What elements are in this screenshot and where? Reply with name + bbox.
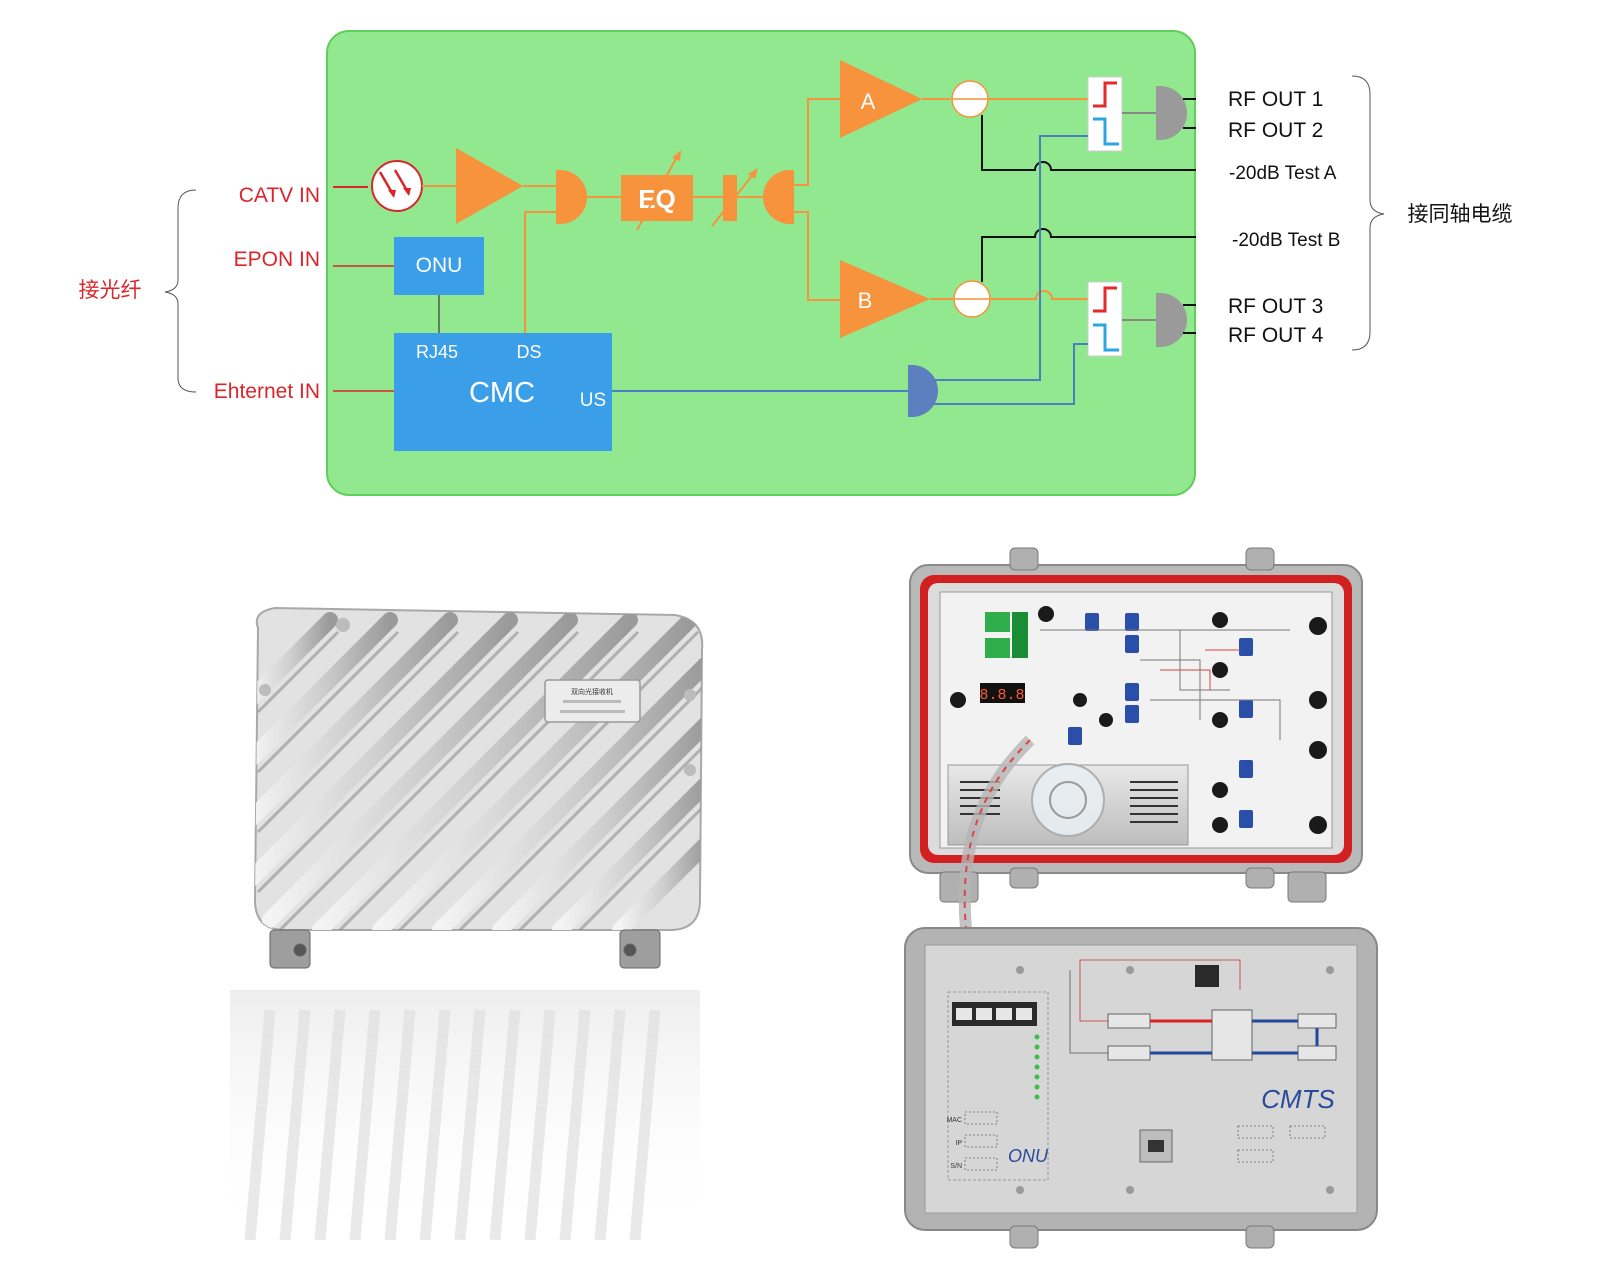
fiber-connector-icon xyxy=(985,612,1028,658)
rf-out-1-label: RF OUT 1 xyxy=(1228,88,1323,111)
fiber-spool xyxy=(1031,763,1105,837)
test-b-label: -20dB Test B xyxy=(1232,230,1340,251)
cmts-panel-label: CMTS xyxy=(1261,1084,1335,1114)
rf-out-2-label: RF OUT 2 xyxy=(1228,119,1323,142)
fiber-group-label: 接光纤 xyxy=(79,278,142,302)
onu-label: ONU xyxy=(416,254,463,277)
input-amplifier-icon xyxy=(456,148,523,224)
output-brace xyxy=(1351,75,1385,351)
amplifier-a-icon xyxy=(840,60,922,138)
cmc-label: CMC xyxy=(469,377,535,409)
output-splitter-top-icon xyxy=(1156,86,1187,140)
diplex-filter-bottom-icon xyxy=(1087,281,1123,357)
photodetector-icon xyxy=(371,160,423,212)
led-display-value: 8.8.8 xyxy=(979,687,1024,704)
test-a-label: -20dB Test A xyxy=(1229,163,1337,184)
epon-in-label: EPON IN xyxy=(234,248,320,271)
amp-a-label: A xyxy=(861,89,876,114)
nameplate-text: 双向光接收机 xyxy=(571,687,613,696)
eq-block: EQ xyxy=(621,150,693,231)
block-diagram: EQ A B xyxy=(79,30,1513,496)
cmc-block xyxy=(394,333,612,451)
amp-b-label: B xyxy=(858,288,873,313)
splitter-icon xyxy=(763,170,794,224)
return-combiner-icon xyxy=(908,365,938,417)
ethernet-ports xyxy=(952,1002,1037,1026)
input-brace xyxy=(164,189,197,393)
combiner-icon xyxy=(556,170,587,224)
rj45-label: RJ45 xyxy=(416,342,458,362)
attenuator-icon xyxy=(711,168,758,227)
coax-group-label: 接同轴电缆 xyxy=(1408,202,1513,226)
amplifier-b-icon xyxy=(840,260,930,338)
eq-label: EQ xyxy=(638,184,676,214)
catv-in-label: CATV IN xyxy=(239,184,320,207)
closed-unit-photo: 双向光接收机 xyxy=(230,606,704,1240)
rf-out-3-label: RF OUT 3 xyxy=(1228,295,1323,318)
onu-block xyxy=(394,237,484,295)
output-splitter-bottom-icon xyxy=(1156,293,1187,347)
us-label: US xyxy=(580,390,606,411)
nameplate: 双向光接收机 xyxy=(544,679,641,723)
closed-unit-reflection xyxy=(230,990,700,1240)
coupler-a-icon xyxy=(951,80,989,118)
diplex-filter-top-icon xyxy=(1087,76,1123,152)
ethernet-in-label: Ehternet IN xyxy=(214,380,320,403)
rf-out-4-label: RF OUT 4 xyxy=(1228,324,1324,347)
onu-ip-label: IP xyxy=(955,1140,962,1147)
onu-sn-label: S/N xyxy=(950,1163,962,1170)
open-unit-photo: 8.8.8 xyxy=(904,547,1378,1249)
onu-mac-label: MAC xyxy=(946,1117,962,1124)
onu-panel-label: ONU xyxy=(1008,1146,1049,1166)
led-display: 8.8.8 xyxy=(979,683,1025,704)
ds-label: DS xyxy=(516,342,541,362)
coupler-b-icon xyxy=(953,280,991,318)
